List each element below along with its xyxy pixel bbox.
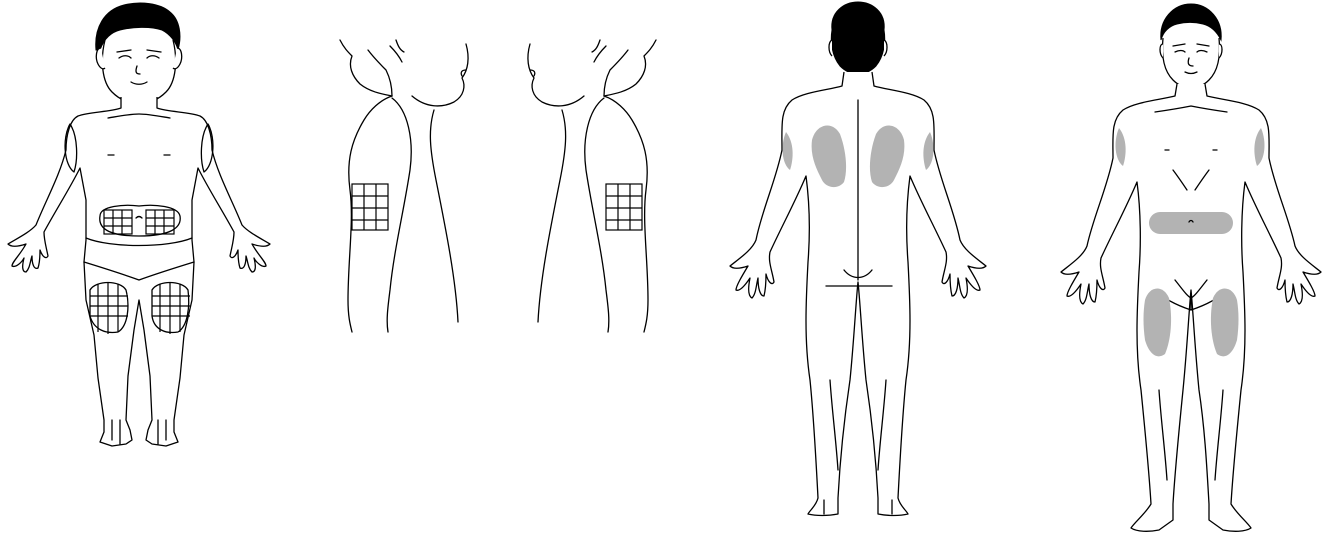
- arm-left-injection-grid: [352, 184, 388, 230]
- adult-front-head: [1160, 4, 1222, 88]
- arm-views-figure: [330, 0, 670, 537]
- adult-back-head: [829, 2, 887, 74]
- child-front-figure: [0, 0, 290, 537]
- front-thigh-right-site: [1211, 288, 1239, 356]
- thigh-left-grid: [90, 282, 128, 334]
- arm-right-injection-grid: [606, 184, 642, 230]
- adult-back-figure: [720, 0, 995, 537]
- abdomen-site: [1149, 212, 1233, 234]
- arm-view-left: [340, 40, 468, 332]
- child-body: [8, 97, 270, 446]
- child-head: [96, 3, 182, 103]
- arm-view-right: [528, 40, 656, 332]
- adult-back-body: [730, 72, 986, 516]
- adult-front-body: [1061, 84, 1321, 531]
- front-thigh-left-site: [1144, 288, 1172, 356]
- adult-front-figure: [1055, 0, 1325, 537]
